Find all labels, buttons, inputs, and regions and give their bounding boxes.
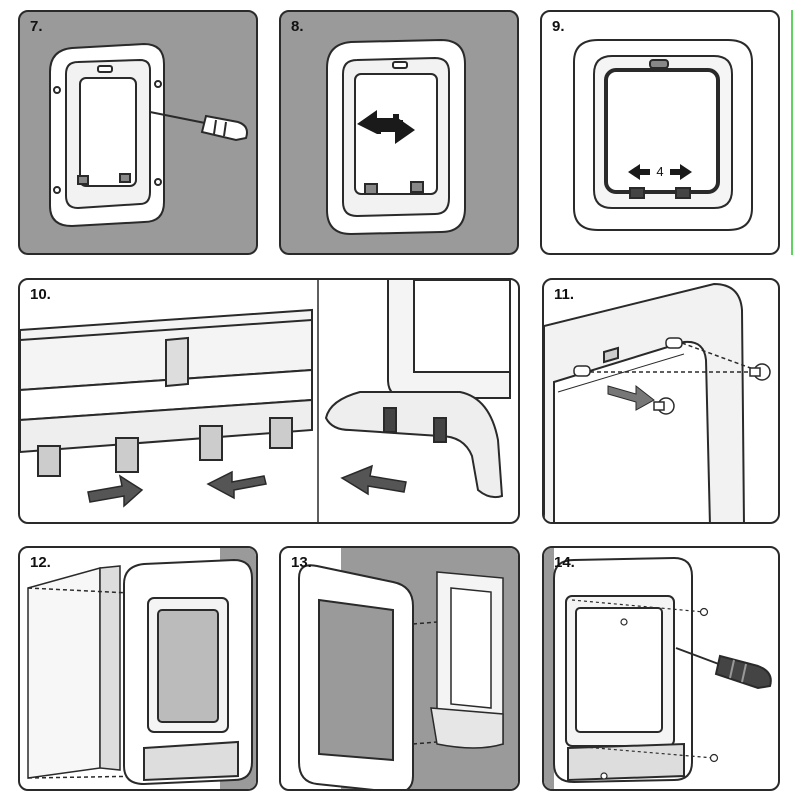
step-11-panel: 11. bbox=[542, 278, 780, 524]
arrow-left-icon bbox=[340, 464, 407, 496]
step-9-label: 9. bbox=[552, 18, 565, 35]
flap-frame-icon bbox=[49, 42, 165, 228]
step-8-label: 8. bbox=[291, 18, 304, 35]
screwdriver-icon bbox=[149, 111, 248, 142]
tunnel-liner-icon bbox=[412, 571, 504, 749]
step-10-panel: 10. bbox=[18, 278, 520, 524]
step-12-label: 12. bbox=[30, 554, 51, 571]
arrow-right-icon bbox=[87, 474, 144, 508]
flap-frame-icon bbox=[573, 39, 753, 231]
step-13-label: 13. bbox=[291, 554, 312, 571]
step-11-label: 11. bbox=[554, 286, 575, 303]
wall-section bbox=[544, 548, 554, 789]
step-7-illustration bbox=[49, 42, 248, 228]
step-14-illustration bbox=[544, 548, 772, 789]
arrow-right-icon bbox=[670, 164, 692, 180]
step-14-panel: 14. bbox=[542, 546, 780, 791]
arrow-left-icon bbox=[628, 164, 650, 180]
arrow-icon bbox=[607, 384, 655, 411]
step-13-panel: 13. bbox=[279, 546, 520, 791]
screw-icon bbox=[571, 599, 719, 780]
step-12-panel: 12. bbox=[18, 546, 258, 791]
step-11-illustration bbox=[544, 282, 771, 522]
step-8-panel: 8. bbox=[279, 10, 519, 255]
accent-line bbox=[791, 10, 793, 255]
flap-frame-icon bbox=[123, 558, 253, 786]
arrow-left-icon bbox=[206, 470, 267, 500]
step-10-label: 10. bbox=[30, 286, 51, 303]
step-7-label: 7. bbox=[30, 18, 43, 35]
flap-base-icon bbox=[324, 280, 511, 499]
outer-frame-icon bbox=[298, 564, 414, 789]
screwdriver-icon bbox=[675, 647, 772, 690]
double-arrow-icon bbox=[357, 110, 415, 144]
step-8-illustration bbox=[326, 38, 466, 236]
wall-tunnel-icon bbox=[27, 565, 151, 779]
step-7-panel: 7. bbox=[18, 10, 258, 255]
step-12-illustration bbox=[27, 548, 256, 789]
flap-hinge-closeup-icon bbox=[20, 280, 319, 522]
hinge-pin-icon bbox=[573, 337, 771, 415]
step-14-label: 14. bbox=[554, 554, 575, 571]
step-9-annotation: 4 bbox=[656, 164, 663, 179]
flap-frame-icon bbox=[553, 556, 693, 784]
step-10-illustration bbox=[20, 280, 511, 522]
step-9-illustration: 4 bbox=[573, 39, 753, 231]
step-9-panel: 9. 4 bbox=[540, 10, 780, 255]
step-13-illustration bbox=[298, 548, 518, 789]
